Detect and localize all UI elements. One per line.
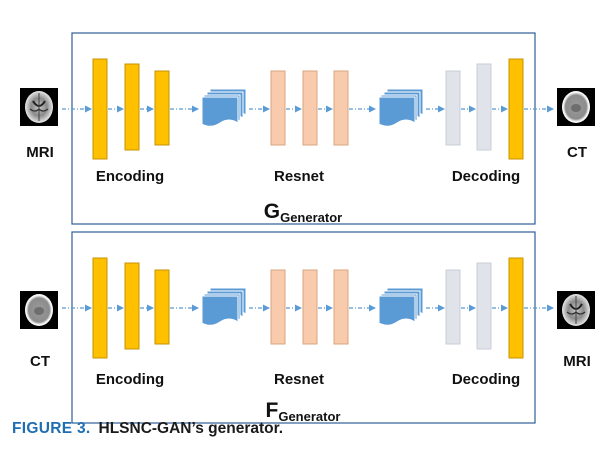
figure-number: FIGURE 3. bbox=[12, 420, 91, 437]
generator-title: GGenerator bbox=[264, 200, 342, 225]
input-label: MRI bbox=[26, 144, 54, 161]
output-image-mri-slice bbox=[557, 291, 595, 329]
output-label: CT bbox=[567, 144, 587, 161]
feature-map-stack bbox=[201, 287, 247, 326]
encoder-block bbox=[92, 58, 108, 160]
feature-map-stack bbox=[201, 88, 247, 127]
feature-map-stack bbox=[378, 287, 424, 326]
decoder-output-block bbox=[508, 257, 524, 359]
panel-frame bbox=[71, 32, 536, 225]
decoding-label: Decoding bbox=[452, 371, 520, 388]
decoder-block bbox=[476, 262, 492, 350]
generator-title-letter: F bbox=[266, 399, 279, 422]
resnet-block bbox=[270, 70, 286, 146]
resnet-block bbox=[270, 269, 286, 345]
encoding-label: Encoding bbox=[96, 168, 164, 185]
encoder-block bbox=[124, 262, 140, 350]
decoder-output-block bbox=[508, 58, 524, 160]
generator-title-subscript: Generator bbox=[280, 210, 342, 225]
panel-frame bbox=[71, 231, 536, 424]
generator-title-subscript: Generator bbox=[278, 409, 340, 424]
figure-caption: FIGURE 3. HLSNC-GAN’s generator. bbox=[12, 420, 283, 438]
encoder-block bbox=[154, 269, 170, 345]
resnet-block bbox=[302, 269, 318, 345]
feature-map-stack bbox=[378, 88, 424, 127]
decoding-label: Decoding bbox=[452, 168, 520, 185]
resnet-block bbox=[302, 70, 318, 146]
resnet-label: Resnet bbox=[274, 168, 324, 185]
decoder-block bbox=[445, 269, 461, 345]
encoder-block bbox=[124, 63, 140, 151]
input-image-ct-slice bbox=[20, 291, 58, 329]
output-image-ct-slice bbox=[557, 88, 595, 126]
encoder-block bbox=[92, 257, 108, 359]
resnet-label: Resnet bbox=[274, 371, 324, 388]
encoding-label: Encoding bbox=[96, 371, 164, 388]
generator-title-letter: G bbox=[264, 200, 280, 223]
resnet-block bbox=[333, 269, 349, 345]
decoder-block bbox=[445, 70, 461, 146]
generator-title: FGenerator bbox=[266, 399, 341, 424]
encoder-block bbox=[154, 70, 170, 146]
input-image-mri-slice bbox=[20, 88, 58, 126]
resnet-block bbox=[333, 70, 349, 146]
decoder-block bbox=[476, 63, 492, 151]
input-label: CT bbox=[30, 353, 50, 370]
figure-caption-text: HLSNC-GAN’s generator. bbox=[98, 420, 284, 437]
output-label: MRI bbox=[563, 353, 591, 370]
